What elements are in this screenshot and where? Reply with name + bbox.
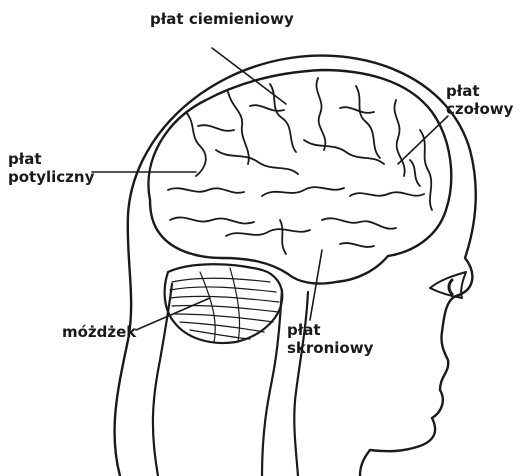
eye-iris bbox=[449, 280, 452, 294]
brain-gyri bbox=[168, 78, 432, 254]
label-temporal-line1: płat bbox=[287, 321, 373, 339]
leader-lines bbox=[92, 48, 448, 330]
cerebrum-outline bbox=[148, 70, 451, 284]
label-cerebellum-text: móżdżek bbox=[62, 323, 136, 341]
label-occipital-lobe: płat potyliczny bbox=[8, 150, 94, 186]
label-frontal-lobe: płat czołowy bbox=[446, 82, 513, 118]
brain-stem-front bbox=[294, 292, 308, 476]
cerebellum bbox=[165, 264, 283, 343]
leader-temporal bbox=[310, 250, 322, 320]
brain-stem bbox=[262, 290, 282, 476]
label-temporal-lobe: płat skroniowy bbox=[287, 321, 373, 357]
label-parietal-text: płat ciemieniowy bbox=[150, 10, 294, 28]
label-occipital-line1: płat bbox=[8, 150, 94, 168]
label-temporal-line2: skroniowy bbox=[287, 339, 373, 357]
label-frontal-line2: czołowy bbox=[446, 100, 513, 118]
label-occipital-line2: potyliczny bbox=[8, 168, 94, 186]
label-cerebellum: móżdżek bbox=[62, 323, 136, 341]
label-frontal-line1: płat bbox=[446, 82, 513, 100]
leader-cerebellum bbox=[136, 298, 210, 330]
label-parietal-lobe: płat ciemieniowy bbox=[150, 10, 294, 28]
leader-frontal bbox=[398, 116, 448, 164]
